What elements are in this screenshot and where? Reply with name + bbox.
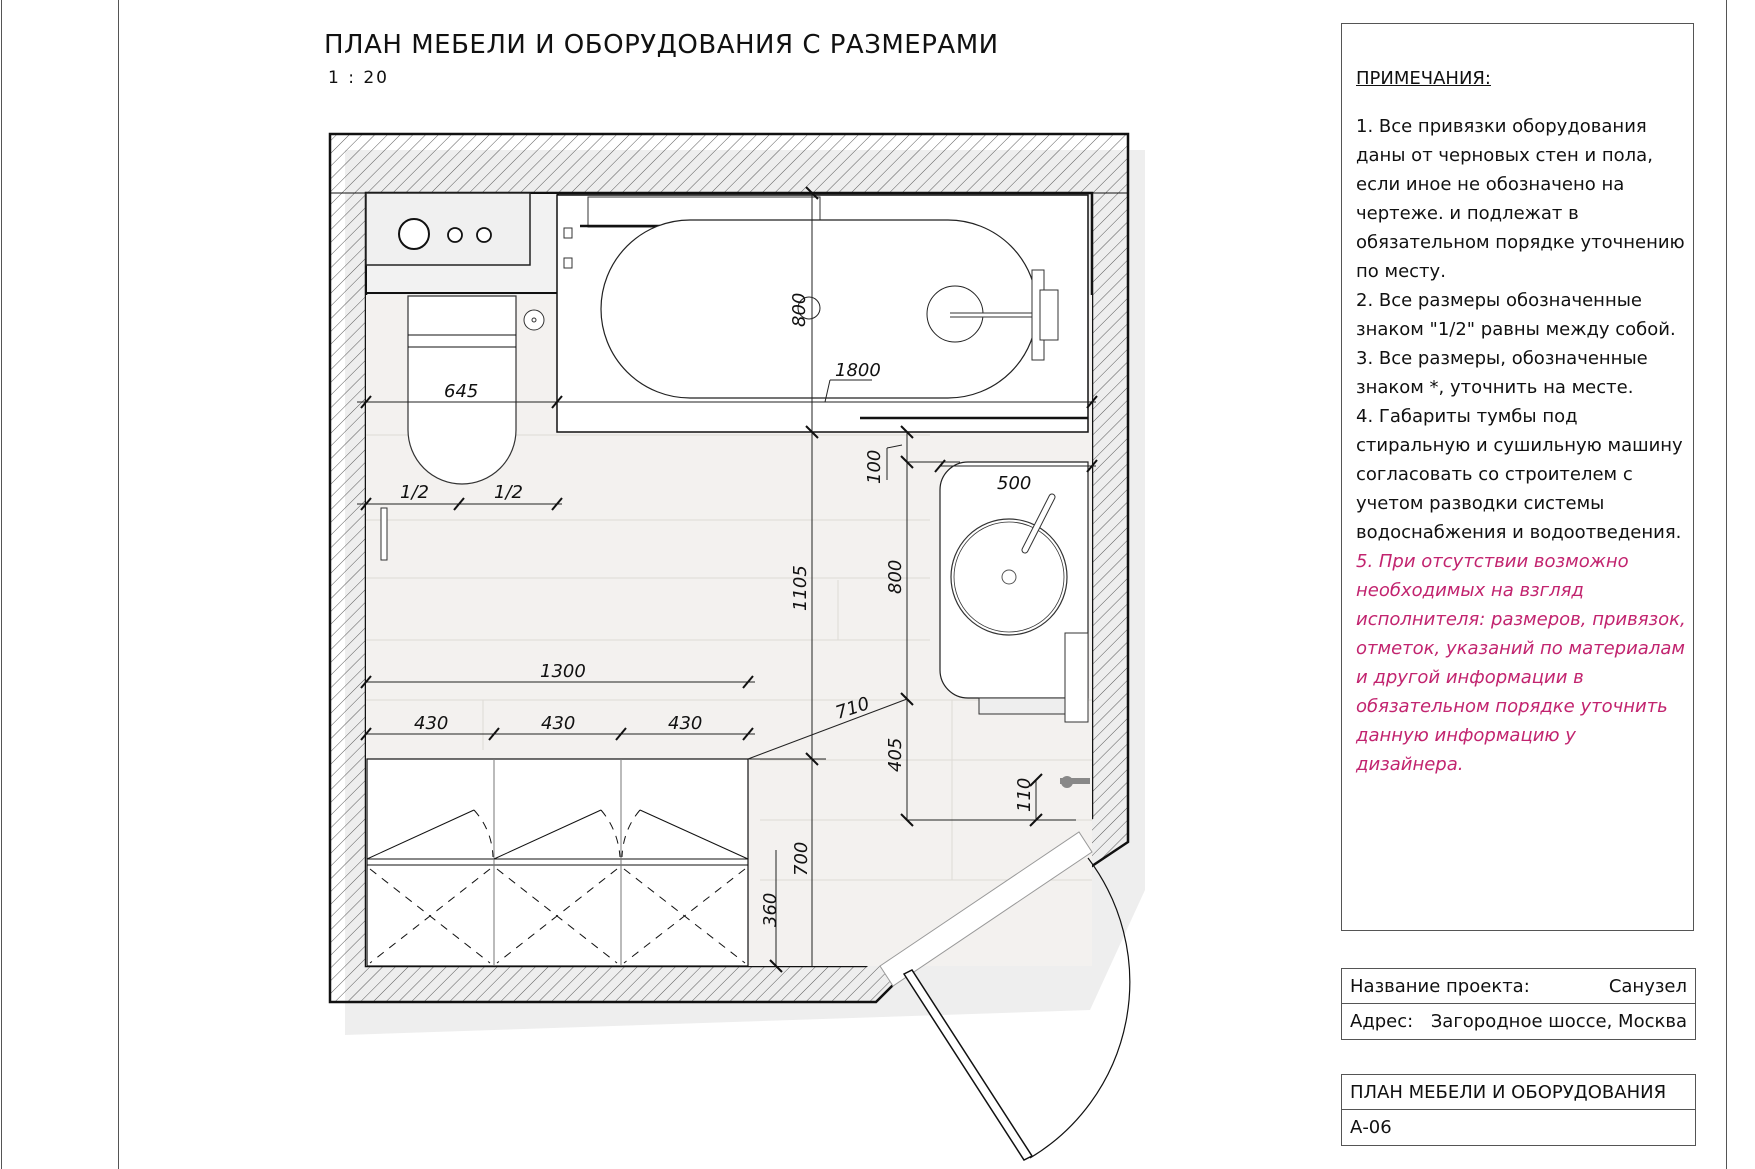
installation-box (365, 192, 559, 294)
dim-405: 405 (885, 738, 906, 772)
note-item: 3. Все размеры, обозначенные знаком *, у… (1356, 348, 1648, 398)
drawing-scale: 1 : 20 (328, 68, 389, 88)
project-name-value: Санузел (1608, 975, 1687, 997)
drawing-title: ПЛАН МЕБЕЛИ И ОБОРУДОВАНИЯ С РАЗМЕРАМИ (324, 30, 999, 60)
notes-list: 1. Все привязки оборудования даны от чер… (1356, 112, 1686, 779)
note-item: 2. Все размеры обозначенные знаком "1/2"… (1356, 290, 1676, 340)
dim-700: 700 (791, 842, 812, 876)
dim-vanity-length: 800 (885, 560, 906, 594)
dim-bath-length: 1800 (835, 360, 881, 381)
dim-half-right: 1/2 (494, 482, 523, 503)
dim-cabinet-2: 430 (541, 713, 575, 734)
dim-110: 110 (1014, 778, 1035, 812)
dim-toilet-width: 645 (444, 381, 478, 402)
note-item: 4. Габариты тумбы под стиральную и сушил… (1356, 406, 1683, 543)
project-name-row: Название проекта: Санузел (1342, 969, 1695, 1004)
frame-line-left-outer (1, 0, 2, 1169)
dim-cabinet-total: 1300 (540, 661, 586, 682)
dimension-lines (357, 193, 1096, 966)
sheet-code: А-06 (1350, 1117, 1392, 1138)
project-info-block: Название проекта: Санузел Адрес: Загород… (1341, 968, 1696, 1040)
project-name-label: Название проекта: (1350, 975, 1530, 997)
sheet-code-row: А-06 (1342, 1110, 1695, 1145)
dim-half-left: 1/2 (400, 482, 429, 503)
dim-cabinet-1: 430 (414, 713, 448, 734)
notes-panel: ПРИМЕЧАНИЯ: 1. Все привязки оборудования… (1341, 23, 1694, 931)
dim-central-1105: 1105 (790, 565, 811, 611)
door (879, 831, 1131, 1161)
toilet (407, 295, 545, 485)
dim-cabinet-3: 430 (668, 713, 702, 734)
address-value: Загородное шоссе, Москва (1430, 1011, 1687, 1032)
dim-bath-width: 800 (789, 293, 810, 327)
frame-line-left-inner (118, 0, 119, 1169)
vanity (939, 461, 1089, 723)
cabinets (366, 758, 749, 967)
floor-plan: 645 1/2 1/2 800 1800 100 500 800 1105 13… (328, 132, 1145, 1161)
sheet-info-block: ПЛАН МЕБЕЛИ И ОБОРУДОВАНИЯ А-06 (1341, 1074, 1696, 1146)
notes-heading: ПРИМЕЧАНИЯ: (1356, 68, 1491, 89)
towel-hook (380, 507, 1090, 788)
address-row: Адрес: Загородное шоссе, Москва (1342, 1004, 1695, 1039)
sheet-name-row: ПЛАН МЕБЕЛИ И ОБОРУДОВАНИЯ (1342, 1075, 1695, 1110)
dim-vanity-depth: 500 (997, 473, 1031, 494)
address-label: Адрес: (1350, 1011, 1414, 1032)
dim-360: 360 (760, 893, 781, 927)
bathtub (556, 194, 1089, 433)
sheet-name: ПЛАН МЕБЕЛИ И ОБОРУДОВАНИЯ (1350, 1081, 1667, 1103)
note-item: 1. Все привязки оборудования даны от чер… (1356, 116, 1685, 282)
dim-gap-100: 100 (864, 450, 885, 484)
dimension-ticks (360, 186, 1098, 973)
note-item-highlighted: 5. При отсутствии возможно необходимых н… (1356, 551, 1686, 775)
frame-line-right (1726, 0, 1727, 1169)
